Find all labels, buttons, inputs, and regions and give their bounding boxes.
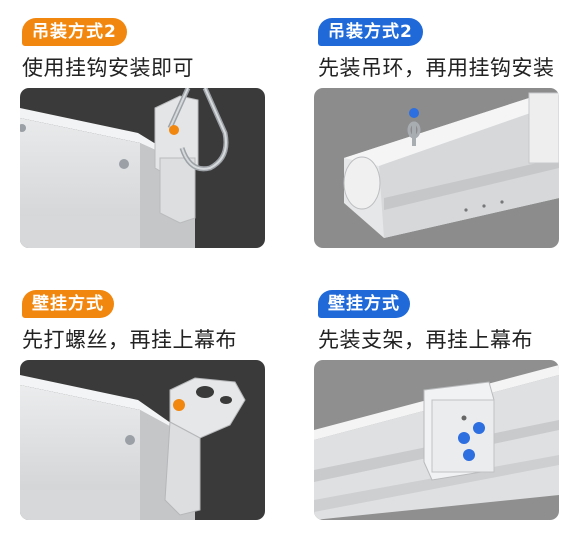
mount-type-badge: 壁挂方式 bbox=[318, 290, 410, 318]
mount-caption: 先装支架，再挂上幕布 bbox=[318, 328, 533, 352]
blue-marker-dot bbox=[463, 449, 475, 461]
wall-bracket-mount-photo bbox=[314, 360, 559, 520]
mount-caption: 先打螺丝，再挂上幕布 bbox=[22, 328, 237, 352]
ceiling-ring-mount-photo bbox=[314, 88, 559, 248]
mount-type-badge: 壁挂方式 bbox=[22, 290, 114, 318]
blue-marker-dot bbox=[409, 108, 419, 118]
blue-marker-dot bbox=[473, 422, 485, 434]
ceiling-ring-illustration bbox=[343, 92, 559, 238]
ceiling-hook-mount-photo bbox=[20, 88, 265, 248]
mount-caption: 先装吊环，再用挂钩安装 bbox=[318, 56, 555, 80]
mount-type-badge: 吊装方式2 bbox=[318, 18, 423, 46]
wall-bracket-illustration bbox=[314, 365, 559, 520]
orange-marker-dot bbox=[173, 399, 185, 411]
blue-marker-dot bbox=[458, 432, 470, 444]
wall-screw-illustration bbox=[20, 375, 246, 520]
mount-type-badge: 吊装方式2 bbox=[22, 18, 127, 46]
ceiling-hook-illustration bbox=[20, 88, 229, 248]
orange-marker-dot bbox=[169, 125, 179, 135]
mount-caption: 使用挂钩安装即可 bbox=[22, 56, 194, 80]
wall-screw-mount-photo bbox=[20, 360, 265, 520]
